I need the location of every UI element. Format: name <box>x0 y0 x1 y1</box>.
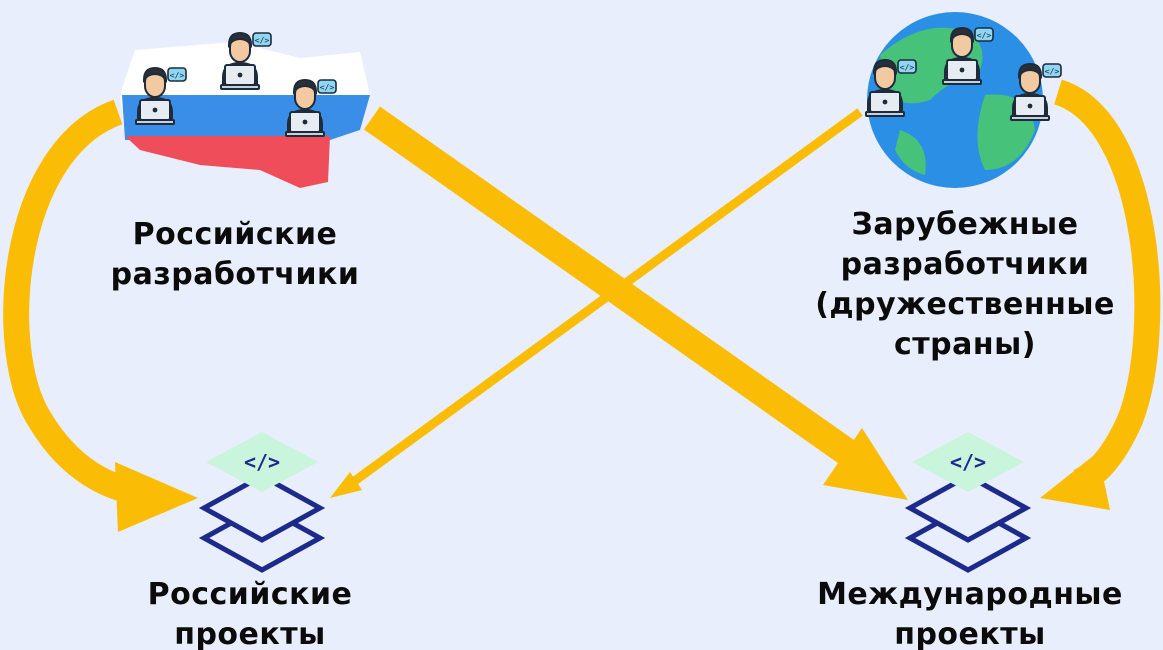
globe-icon <box>865 12 1062 188</box>
label-line: Международные <box>817 577 1123 612</box>
label-line: проекты <box>174 617 326 650</box>
label-line: разработчики <box>110 257 360 292</box>
code-layers-icon <box>204 432 320 570</box>
russian-projects-label: Российские проекты <box>120 575 380 650</box>
label-line: страны) <box>894 327 1036 362</box>
russia-map-icon <box>120 32 370 188</box>
label-line: (дружественные <box>815 287 1115 322</box>
arrow-foreign-dev-to-ru-projects <box>330 108 863 498</box>
label-line: разработчики <box>840 247 1090 282</box>
foreign-developers-label: Зарубежные разработчики (дружественные с… <box>805 205 1125 365</box>
label-line: Российские <box>147 577 353 612</box>
code-layers-icon <box>910 432 1026 570</box>
international-projects-label: Международные проекты <box>800 575 1140 650</box>
label-line: Российские <box>132 217 338 252</box>
arrow-foreign-dev-to-intl-projects <box>1040 79 1161 510</box>
label-line: проекты <box>894 617 1046 650</box>
label-line: Зарубежные <box>851 207 1079 242</box>
arrow-ru-dev-to-ru-projects <box>3 99 198 532</box>
russian-developers-label: Российские разработчики <box>100 215 370 295</box>
